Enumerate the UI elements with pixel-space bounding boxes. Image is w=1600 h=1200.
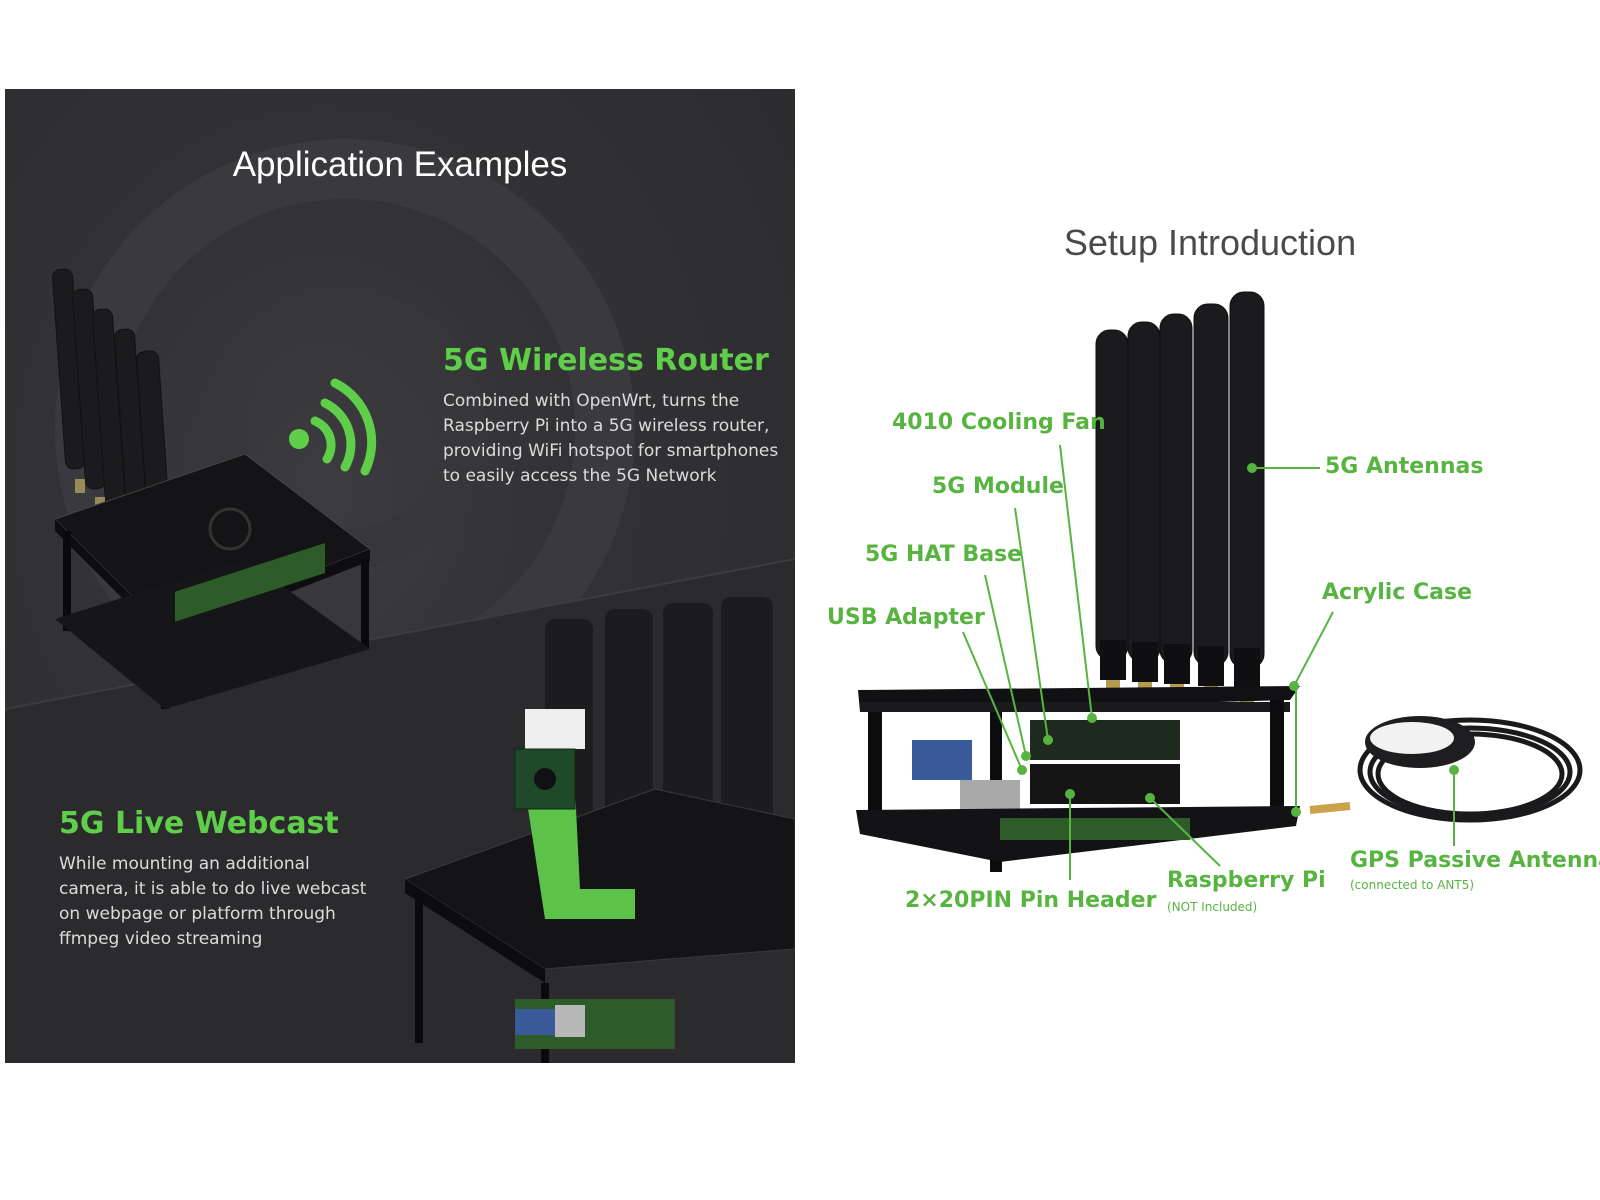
gps-antenna-note: (connected to ANT5) — [1350, 878, 1475, 892]
router-kit-image — [52, 268, 372, 709]
cooling-fan-label: 4010 Cooling Fan — [892, 410, 1106, 435]
raspberry-pi-label: Raspberry Pi — [1167, 868, 1326, 893]
pin-header-label: 2×20PIN Pin Header — [905, 888, 1157, 913]
gps-antenna-label: GPS Passive Antenna — [1350, 848, 1600, 873]
description-line: on webpage or platform through — [59, 904, 336, 924]
description-line: providing WiFi hotspot for smartphones — [443, 441, 779, 461]
webcast-kit-image — [405, 597, 795, 1063]
webcast-feature-description: While mounting an additional camera, it … — [59, 852, 366, 952]
panel-title: Application Examples — [232, 145, 568, 184]
antenna-group — [1095, 291, 1265, 669]
wifi-signal-icon — [289, 378, 377, 476]
router-feature-title: 5G Wireless Router — [443, 343, 769, 378]
router-feature-description: Combined with OpenWrt, turns the Raspber… — [443, 389, 778, 489]
description-line: While mounting an additional — [59, 854, 310, 874]
hat-base-label: 5G HAT Base — [865, 542, 1023, 567]
description-line: ffmpeg video streaming — [59, 929, 263, 949]
antennas-label: 5G Antennas — [1325, 454, 1484, 479]
webcast-feature-title: 5G Live Webcast — [59, 806, 339, 841]
description-line: to easily access the 5G Network — [443, 466, 717, 486]
description-line: Raspberry Pi into a 5G wireless router, — [443, 416, 770, 436]
acrylic-case-label: Acrylic Case — [1322, 580, 1473, 605]
setup-title: Setup Introduction — [1063, 222, 1357, 263]
description-line: camera, it is able to do live webcast — [59, 879, 367, 899]
description-line: Combined with OpenWrt, turns the — [443, 391, 740, 411]
application-examples-panel: Application Examples — [5, 89, 795, 1063]
usb-adapter-label: USB Adapter — [827, 605, 985, 630]
raspberry-pi-note: (NOT Included) — [1167, 900, 1258, 914]
5g-module-label: 5G Module — [932, 474, 1064, 499]
